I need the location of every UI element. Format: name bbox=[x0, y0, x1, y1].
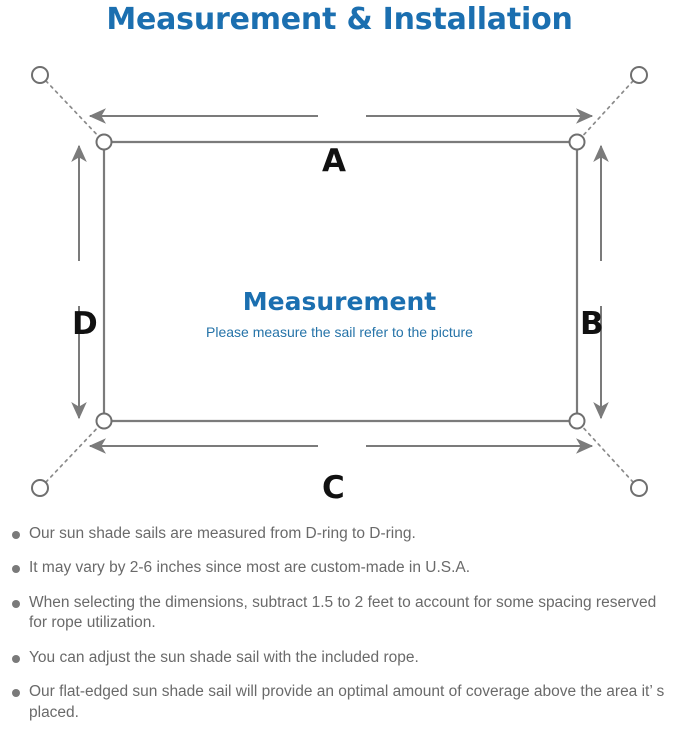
dimension-label-a: A bbox=[322, 143, 346, 179]
list-item: You can adjust the sun shade sail with t… bbox=[0, 648, 679, 668]
list-item: When selecting the dimensions, subtract … bbox=[0, 593, 679, 634]
note-text: When selecting the dimensions, subtract … bbox=[29, 593, 657, 632]
anchor-top-right bbox=[630, 66, 648, 84]
list-item: Our sun shade sails are measured from D-… bbox=[0, 524, 679, 544]
bullet-icon bbox=[12, 654, 20, 663]
sail-rectangle bbox=[102, 140, 579, 423]
list-item: It may vary by 2-6 inches since most are… bbox=[0, 558, 679, 578]
d-ring-top-right bbox=[568, 133, 586, 151]
diagram-center-title: Measurement bbox=[242, 287, 437, 316]
note-text: It may vary by 2-6 inches since most are… bbox=[29, 559, 471, 577]
bullet-icon bbox=[12, 599, 20, 608]
corner-d-rings bbox=[95, 133, 586, 430]
d-ring-bottom-right bbox=[568, 412, 586, 430]
bullet-icon bbox=[12, 565, 20, 574]
note-text: Our sun shade sails are measured from D-… bbox=[29, 525, 416, 542]
bullet-icon bbox=[12, 531, 20, 539]
diagram-center-subtitle: Please measure the sail refer to the pic… bbox=[206, 323, 473, 340]
diagram-center-text: Measurement Please measure the sail refe… bbox=[0, 287, 679, 340]
list-item: Our flat-edged sun shade sail will provi… bbox=[0, 682, 679, 723]
dimension-label-c: C bbox=[322, 470, 345, 506]
note-text: Our flat-edged sun shade sail will provi… bbox=[29, 683, 665, 721]
page-title: Measurement & Installation bbox=[106, 2, 573, 37]
anchor-rings bbox=[31, 66, 648, 497]
anchor-bottom-right bbox=[630, 479, 648, 497]
anchor-lines bbox=[45, 80, 634, 483]
dimension-arrows bbox=[71, 108, 609, 454]
d-ring-bottom-left bbox=[95, 412, 113, 430]
anchor-top-left bbox=[31, 66, 49, 84]
note-text: You can adjust the sun shade sail with t… bbox=[29, 648, 419, 666]
notes-list: Our sun shade sails are measured from D-… bbox=[0, 524, 679, 737]
dimension-label-b: B bbox=[580, 306, 604, 342]
d-ring-top-left bbox=[95, 133, 113, 151]
bullet-icon bbox=[12, 689, 20, 698]
anchor-bottom-left bbox=[31, 479, 49, 497]
sail-measurement-diagram: A B C D Measurement Please measure the s… bbox=[0, 48, 679, 513]
dimension-label-d: D bbox=[72, 306, 98, 342]
